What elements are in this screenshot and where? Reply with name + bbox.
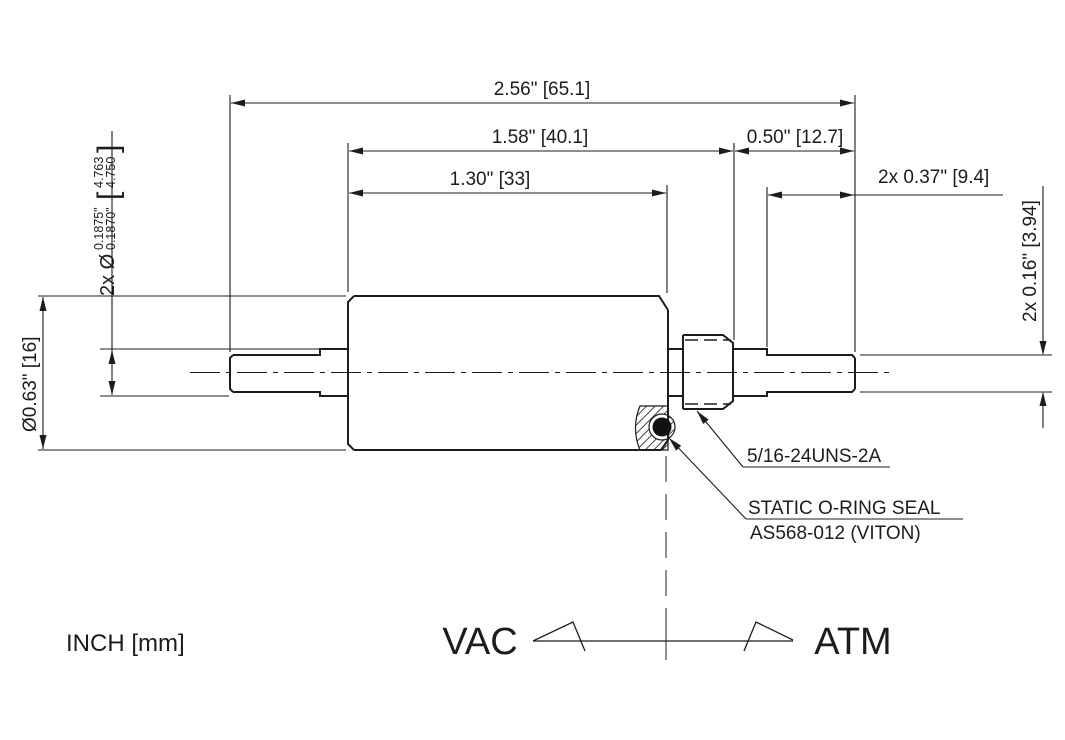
left-shaft-bottom-edge — [233, 391, 348, 397]
oring-section — [634, 405, 676, 451]
thread-callout: 5/16-24UNS-2A — [747, 446, 881, 467]
arrow — [735, 147, 749, 155]
arrow — [669, 438, 682, 451]
dim-nut-to-end-length: 0.50" [12.7] — [747, 127, 844, 148]
leader-arrowheads — [669, 411, 709, 451]
atmosphere-label: ATM — [814, 621, 891, 663]
oring-note-line2: AS568-012 (VITON) — [750, 523, 921, 544]
arrow — [840, 147, 854, 155]
thread-dashed-lines — [685, 339, 731, 405]
units-note: INCH [mm] — [66, 630, 185, 657]
oring-groove-hatch — [634, 405, 676, 451]
vac-atm-flags — [532, 621, 794, 652]
dim-overall-length: 2.56" [65.1] — [494, 79, 591, 100]
arrow — [108, 350, 116, 364]
dimension-arrowheads — [39, 99, 1047, 449]
arrow — [697, 411, 709, 425]
arrow — [349, 147, 363, 155]
vacuum-flag — [532, 621, 586, 652]
arrow — [1039, 341, 1047, 355]
dim-shaft-tip-length: 2x 0.37" [9.4] — [878, 167, 989, 188]
legend-texts: INCH [mm] VAC ATM — [66, 621, 892, 663]
arrow — [840, 99, 854, 107]
extension-lines — [38, 95, 1052, 451]
arrow — [39, 297, 47, 311]
shaft-dia-mm-lower: 4.750 — [104, 157, 118, 188]
right-shaft-top-edge — [733, 348, 856, 359]
dim-body-length: 1.30" [33] — [450, 169, 531, 190]
arrow — [1039, 392, 1047, 406]
left-shaft-end-face — [229, 354, 234, 393]
dim-body-plus-nut-length: 1.58" [40.1] — [492, 127, 589, 148]
shaft-dia-tol-lower: 0.1870" — [104, 207, 118, 250]
shaft-dia-bracket-close: ] — [92, 145, 125, 153]
dim-shaft-diameter: 2x Ø 0.1875" 0.1870" [ 4.763 4.750 ] — [92, 145, 125, 296]
arrow — [719, 147, 733, 155]
arrow — [349, 189, 363, 197]
oring-cross-section — [652, 417, 672, 437]
arrow — [231, 99, 245, 107]
right-shaft-bottom-edge — [733, 388, 856, 397]
arrow — [108, 381, 116, 395]
dim-shaft-tip-diameter: 2x 0.16" [3.94] — [1020, 200, 1041, 322]
oring-leader — [668, 437, 747, 520]
shaft-dia-tol-upper: 0.1875" — [92, 207, 106, 250]
neck-edges — [668, 348, 683, 397]
vacuum-label: VAC — [442, 621, 517, 663]
arrow — [39, 435, 47, 449]
leader-lines — [668, 410, 963, 520]
shaft-dia-prefix: 2x Ø — [97, 254, 119, 296]
arrow — [652, 189, 666, 197]
atmosphere-flag — [743, 621, 794, 652]
arrow — [768, 191, 782, 199]
shaft-dia-mm-upper: 4.763 — [92, 157, 106, 188]
dimension-texts: 2.56" [65.1] 1.58" [40.1] 0.50" [12.7] 1… — [20, 79, 1041, 432]
dim-body-diameter: Ø0.63" [16] — [20, 337, 41, 432]
note-texts: 5/16-24UNS-2A STATIC O-RING SEAL AS568-0… — [747, 446, 941, 544]
left-shaft-top-edge — [233, 348, 348, 356]
dimension-lines — [42, 102, 1044, 449]
body-top-edge — [354, 295, 669, 311]
shaft-dia-bracket-open: [ — [92, 191, 125, 200]
oring-note-line1: STATIC O-RING SEAL — [748, 498, 941, 519]
arrow — [840, 191, 854, 199]
center-lines — [190, 372, 890, 660]
